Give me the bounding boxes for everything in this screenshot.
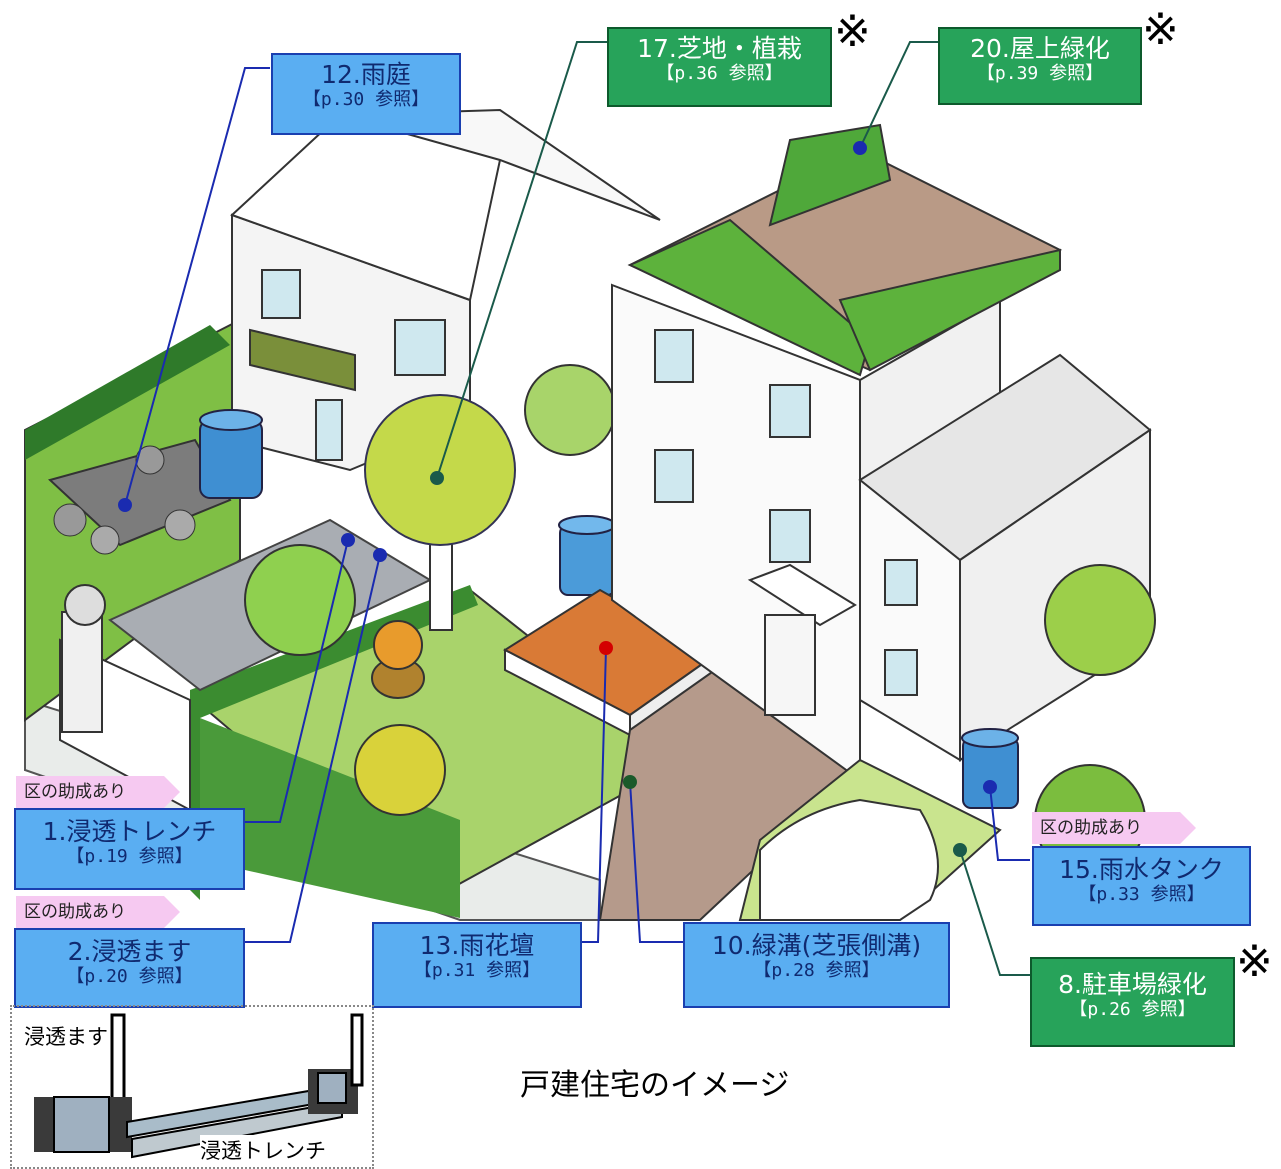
window	[769, 384, 811, 438]
label-rain-garden: 12.雨庭 【p.30 参照】	[271, 53, 461, 135]
tree-canopy	[244, 544, 356, 656]
roof-greenery	[838, 248, 1061, 372]
canopy	[747, 563, 857, 627]
leader-l2	[245, 554, 381, 943]
leader-l12	[124, 67, 270, 506]
figure-caption: 戸建住宅のイメージ	[520, 1068, 790, 1103]
trench-body	[131, 1100, 343, 1159]
trench-pipe-vertical	[350, 1013, 364, 1087]
dot-l13	[599, 641, 613, 655]
leader-l20	[859, 41, 938, 149]
flowers	[373, 620, 423, 670]
label-roof-greening-title: 20.屋上緑化	[970, 34, 1110, 63]
leader-l1	[245, 539, 349, 823]
rain-tank-top	[961, 728, 1019, 748]
label-green-gutter-title: 10.緑溝(芝張側溝)	[711, 931, 922, 960]
rock	[90, 525, 120, 555]
leader-l10	[629, 781, 683, 943]
label-infiltration-basin-ref: 【p.20 参照】	[66, 965, 193, 987]
dot-l20	[853, 141, 867, 155]
label-rain-tank: 15.雨水タンク 【p.33 参照】	[1032, 846, 1251, 926]
dot-l10	[623, 775, 637, 789]
label-infiltration-trench-ref: 【p.19 参照】	[66, 845, 193, 867]
label-lawn-planting-ref: 【p.36 参照】	[656, 62, 783, 84]
window	[394, 319, 446, 376]
window	[654, 449, 694, 503]
label-roof-greening-ref: 【p.39 参照】	[976, 62, 1104, 84]
label-parking-greening-ref: 【p.26 参照】	[1069, 998, 1196, 1020]
label-rain-flowerbed-ref: 【p.31 参照】	[413, 959, 541, 981]
dot-l15	[983, 780, 997, 794]
dot-l2	[373, 548, 387, 562]
dot-l1	[341, 533, 355, 547]
leader-l15	[989, 786, 1030, 861]
tree-canopy	[1044, 564, 1156, 676]
label-parking-greening: 8.駐車場緑化 【p.26 参照】	[1030, 957, 1235, 1047]
subsidy-badge-l2: 区の助成あり	[16, 896, 180, 928]
subsidy-badge-l1: 区の助成あり	[16, 776, 180, 808]
rock	[164, 509, 196, 541]
inset-label-trench: 浸透トレンチ	[200, 1135, 326, 1165]
balcony-planter	[249, 328, 356, 392]
dot-l12	[118, 498, 132, 512]
note-mark-l17: ※	[834, 6, 871, 57]
dot-l8	[953, 843, 967, 857]
label-lawn-planting-title: 17.芝地・植栽	[637, 34, 802, 63]
window	[654, 329, 694, 383]
leader-l13	[582, 647, 607, 943]
door	[764, 614, 816, 716]
dot-l17	[430, 471, 444, 485]
inset-cross-section: 浸透ます 浸透トレンチ	[10, 1005, 374, 1169]
label-infiltration-basin-title: 2.浸透ます	[67, 937, 192, 966]
label-parking-greening-title: 8.駐車場緑化	[1058, 970, 1207, 999]
tree-canopy	[524, 364, 616, 456]
car	[759, 798, 939, 921]
label-rain-tank-title: 15.雨水タンク	[1059, 855, 1224, 884]
label-infiltration-trench: 1.浸透トレンチ 【p.19 参照】	[14, 808, 245, 890]
marker-dots	[118, 141, 997, 857]
label-rain-flowerbed-title: 13.雨花壇	[419, 931, 535, 960]
label-lawn-planting: 17.芝地・植栽 【p.36 参照】	[607, 27, 832, 107]
rain-tank-top	[558, 515, 616, 535]
window	[261, 269, 301, 319]
basin-pipe	[110, 1013, 126, 1102]
note-mark-l8: ※	[1236, 936, 1273, 987]
inset-label-basin: 浸透ます	[24, 1021, 108, 1051]
label-rain-garden-ref: 【p.30 参照】	[302, 88, 430, 110]
left-hedge	[25, 325, 230, 460]
label-infiltration-trench-title: 1.浸透トレンチ	[42, 817, 217, 846]
gate-lamp	[64, 584, 106, 626]
rock	[135, 445, 165, 475]
subsidy-badge-l15: 区の助成あり	[1032, 812, 1196, 844]
front-hedge-bottom	[200, 718, 460, 918]
note-mark-l20: ※	[1142, 4, 1179, 55]
window	[315, 399, 343, 461]
cross-section-diagram	[34, 1013, 364, 1159]
label-roof-greening: 20.屋上緑化 【p.39 参照】	[938, 27, 1142, 105]
window	[769, 509, 811, 563]
label-rain-flowerbed: 13.雨花壇 【p.31 参照】	[372, 922, 582, 1008]
front-hedge	[190, 585, 478, 900]
window	[884, 649, 918, 696]
trench-basin-inner	[317, 1072, 347, 1104]
leader-l8	[959, 849, 1030, 976]
label-infiltration-basin: 2.浸透ます 【p.20 参照】	[14, 928, 245, 1008]
label-rain-garden-title: 12.雨庭	[321, 60, 411, 89]
label-rain-tank-ref: 【p.33 参照】	[1078, 883, 1205, 905]
window	[884, 559, 918, 606]
rain-tank	[559, 524, 616, 596]
leader-lines	[124, 41, 1030, 976]
basin-box	[53, 1096, 110, 1153]
label-green-gutter-ref: 【p.28 参照】	[753, 959, 880, 981]
rain-tank-top	[199, 409, 263, 431]
rain-tank	[199, 419, 263, 499]
leader-l17	[436, 41, 607, 479]
gate-post	[61, 611, 103, 733]
rock	[53, 503, 87, 537]
tree-canopy	[354, 724, 446, 816]
label-green-gutter: 10.緑溝(芝張側溝) 【p.28 参照】	[683, 922, 950, 1008]
